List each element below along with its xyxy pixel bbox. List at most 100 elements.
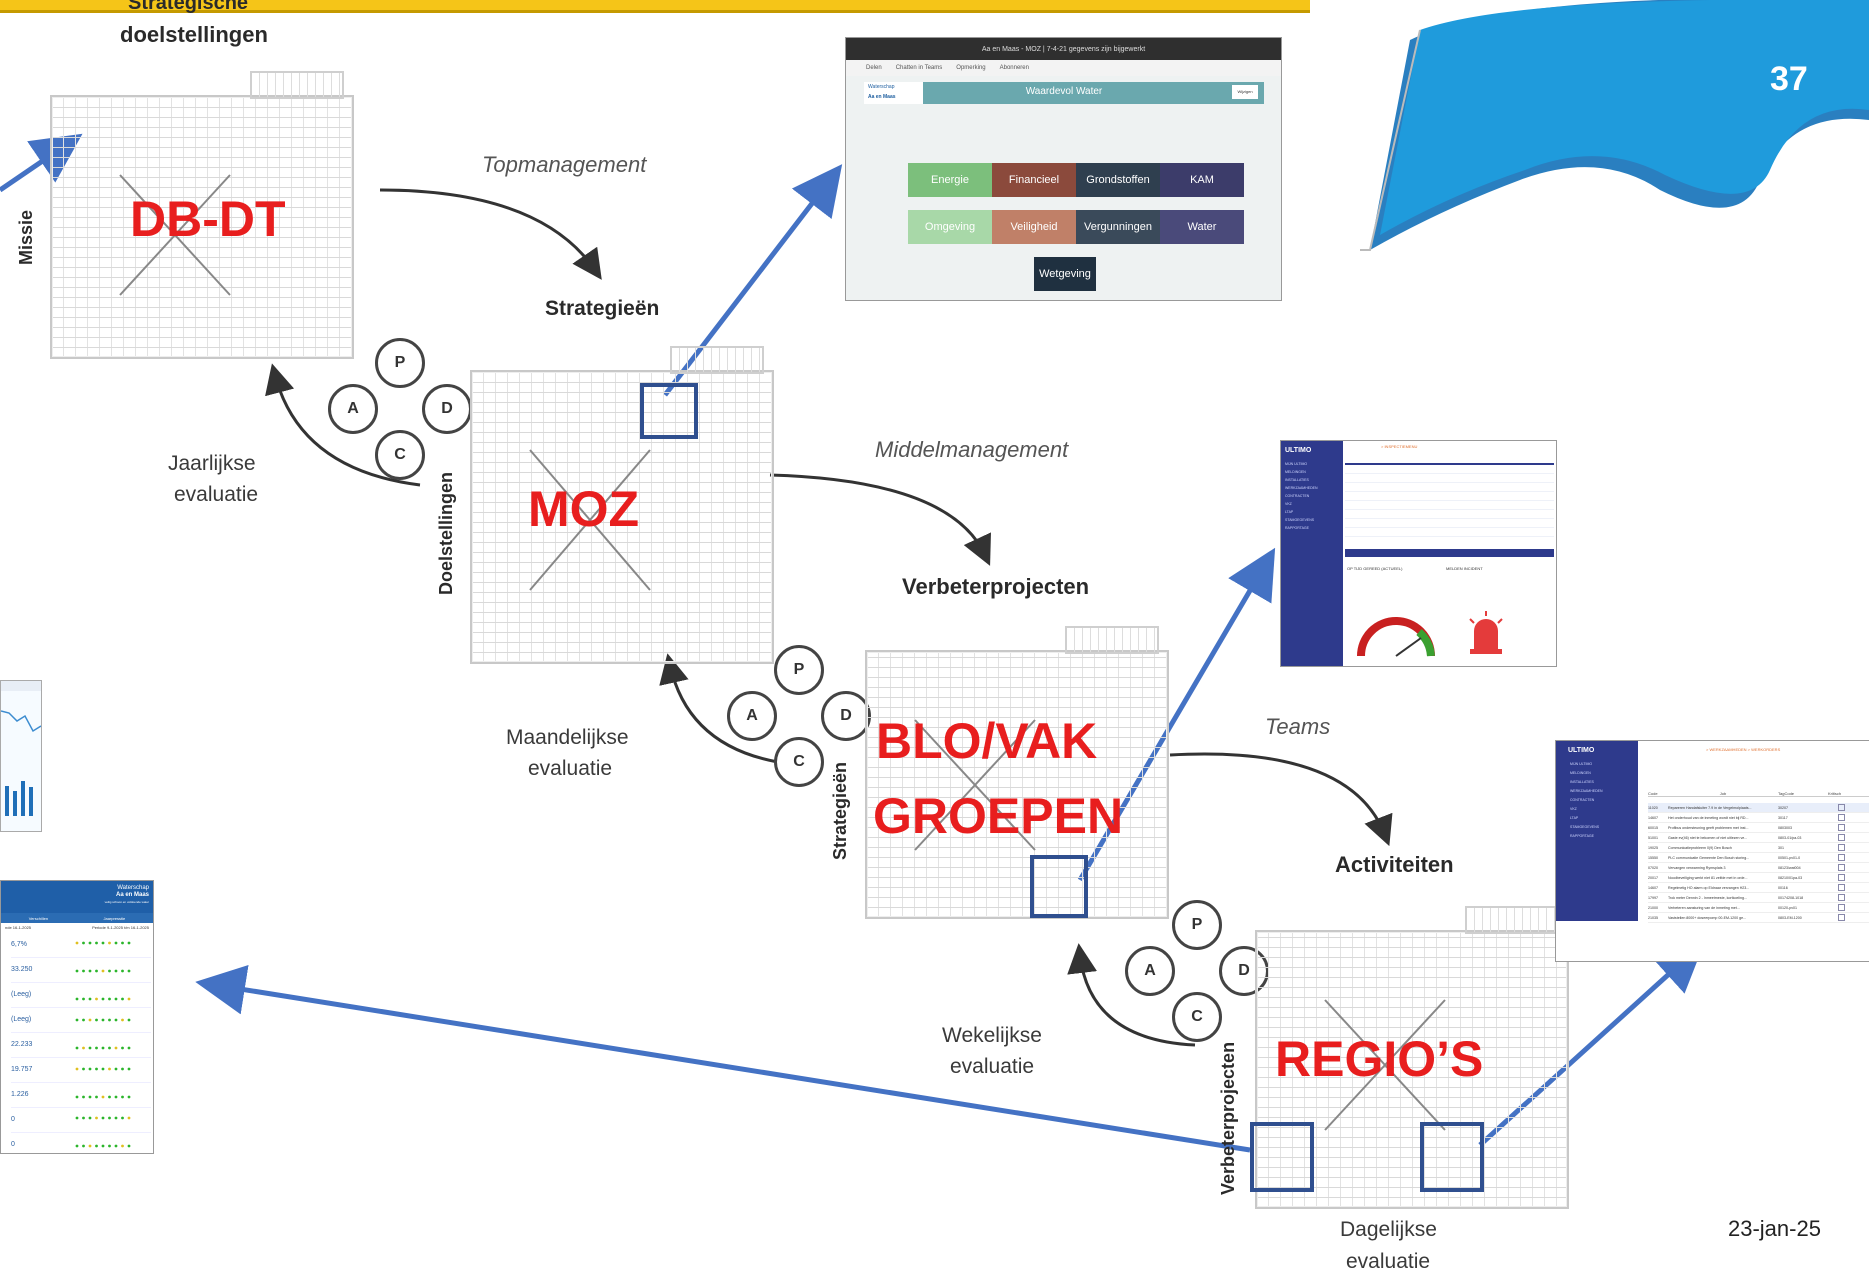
house-matrix-dbdt: [50, 71, 354, 359]
menu-item[interactable]: INSTALLATIES: [1285, 478, 1309, 482]
tile-kam[interactable]: KAM: [1160, 163, 1244, 197]
middelmanagement-label: Middelmanagement: [875, 437, 1069, 462]
table-cell: 30207: [1778, 805, 1788, 810]
ultimo-band: [1345, 549, 1554, 557]
menu-item[interactable]: MELDINGEN: [1570, 771, 1591, 775]
tile-water[interactable]: Water: [1160, 210, 1244, 244]
pdca-c: C: [375, 430, 425, 480]
kpi-value: 19.757: [11, 1066, 33, 1073]
menu-item[interactable]: STAMGEGEVENS: [1285, 518, 1315, 522]
row-checkbox[interactable]: [1838, 824, 1845, 831]
sparkline-dot: [82, 1095, 85, 1099]
row-checkbox[interactable]: [1838, 894, 1845, 901]
toolbar-subscribe[interactable]: Abonneren: [999, 65, 1029, 71]
menu-item[interactable]: LTAP: [1285, 510, 1294, 514]
menu-item[interactable]: RAPPORTAGE: [1570, 834, 1594, 838]
row-checkbox[interactable]: [1838, 874, 1845, 881]
toolbar-comment[interactable]: Opmerking: [956, 65, 986, 71]
kpi-value: 0: [11, 1116, 15, 1123]
col-kritisch[interactable]: Kritisch: [1828, 791, 1842, 796]
sparkline-dot: [121, 969, 124, 973]
menu-item[interactable]: STAMGEGEVENS: [1570, 825, 1600, 829]
menu-item[interactable]: CONTRACTEN: [1285, 494, 1310, 498]
kpi-row: 1.226: [11, 1083, 151, 1108]
sparkline-dot: [88, 1018, 92, 1022]
row-checkbox[interactable]: [1838, 904, 1845, 911]
menu-item[interactable]: MELDINGEN: [1285, 470, 1306, 474]
pdca-c: C: [774, 737, 824, 787]
col-job[interactable]: Job: [1719, 791, 1727, 796]
sparkline-dot: [121, 1116, 124, 1120]
sparkline-dot: [127, 941, 131, 945]
col-tagcode[interactable]: TagCode: [1778, 791, 1795, 796]
toolbar-chat[interactable]: Chatten in Teams: [895, 65, 943, 71]
row-checkbox[interactable]: [1838, 814, 1845, 821]
sparkline-dot: [114, 1067, 118, 1071]
sparkline-dot: [108, 1046, 111, 1050]
table-cell: 21000: [1648, 905, 1658, 910]
row-checkbox[interactable]: [1838, 834, 1845, 841]
table-cell: 08210/01pa-03: [1778, 875, 1803, 880]
toolbar-share[interactable]: Delen: [866, 65, 882, 71]
arrow-top: [379, 188, 602, 280]
kpi-value: 22.233: [11, 1041, 33, 1048]
house-matrix-blo: [865, 626, 1169, 919]
tile-energie[interactable]: Energie: [908, 163, 992, 197]
col-code[interactable]: Code: [1648, 791, 1658, 796]
menu-item[interactable]: INSTALLATIES: [1570, 780, 1594, 784]
table-cell: 51001: [1648, 835, 1658, 840]
menu-item[interactable]: VKZ: [1285, 502, 1292, 506]
row-checkbox[interactable]: [1838, 884, 1845, 891]
sparkline-dot: [121, 1046, 124, 1050]
table-cell: 0803003: [1778, 825, 1792, 830]
sparkline-dot: [82, 941, 85, 945]
tile-omgeving[interactable]: Omgeving: [908, 210, 992, 244]
menu-item[interactable]: CONTRACTEN: [1570, 798, 1595, 802]
row-checkbox[interactable]: [1838, 854, 1845, 861]
dagelijkse-evaluatie-label: evaluatie: [1346, 1250, 1431, 1273]
tile-wetgeving[interactable]: Wetgeving: [1034, 257, 1096, 291]
tile-financieel[interactable]: Financieel: [992, 163, 1076, 197]
menu-item[interactable]: WERKZAAMHEDEN: [1570, 789, 1603, 793]
table-cell: 17997: [1648, 895, 1658, 900]
pdca-a: A: [1125, 946, 1175, 996]
sparkline-dot: [95, 941, 98, 945]
sparkline-dot: [121, 1018, 124, 1022]
tile-vergunningen[interactable]: Vergunningen: [1076, 210, 1160, 244]
tile-veiligheid[interactable]: Veiligheid: [992, 210, 1076, 244]
menu-item[interactable]: MIJN ULTIMO: [1570, 762, 1593, 766]
tile-grondstoffen[interactable]: Grondstoffen: [1076, 163, 1160, 197]
highlight-moz: [640, 383, 698, 439]
menu-item[interactable]: MIJN ULTIMO: [1285, 462, 1308, 466]
verbeterprojecten-label: Verbeterprojecten: [902, 574, 1090, 599]
pdca-d: D: [422, 384, 472, 434]
row-checkbox[interactable]: [1838, 804, 1845, 811]
menu-item[interactable]: LTAP: [1570, 816, 1579, 820]
strategische-label: Strategische: [128, 0, 249, 14]
row-checkbox[interactable]: [1838, 864, 1845, 871]
menu-item[interactable]: RAPPORTAGE: [1285, 526, 1309, 530]
screen-header-button[interactable]: Wijzigen: [1232, 85, 1258, 99]
page-number: 37: [1770, 60, 1808, 98]
row-checkbox[interactable]: [1838, 844, 1845, 851]
pdca-cycle-2: P D C A: [727, 645, 877, 795]
sparkline-dot: [108, 997, 111, 1001]
row-checkbox[interactable]: [1838, 914, 1845, 921]
menu-item[interactable]: VKZ: [1570, 807, 1577, 811]
screen-dashboard-left: Waterschap Aa en Maas veilig schoon en v…: [0, 880, 154, 1154]
sparkline-dot: [88, 1144, 92, 1148]
menu-item[interactable]: WERKZAAMHEDEN: [1285, 486, 1318, 490]
